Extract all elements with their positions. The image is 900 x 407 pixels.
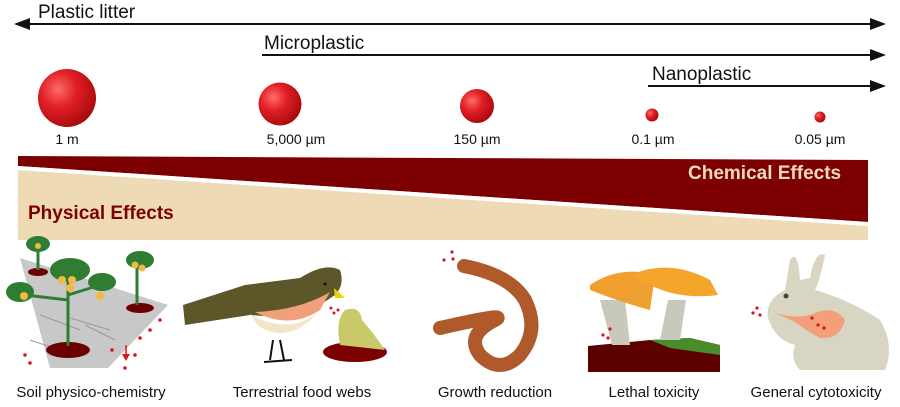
nanoplastic-arrow <box>648 80 886 92</box>
caption-terrestrial-food-webs: Terrestrial food webs <box>232 384 372 401</box>
physical-effects-label: Physical Effects <box>28 203 174 224</box>
particle-0-1um-icon <box>645 108 659 122</box>
particle-5000um-icon <box>258 82 302 126</box>
particle-150um-icon <box>460 89 494 123</box>
particle-1m-icon <box>38 69 96 127</box>
caption-general-cytotoxicity: General cytotoxicity <box>750 384 882 401</box>
caption-soil-physico-chemistry: Soil physico-chemistry <box>16 384 166 401</box>
size-label-1m: 1 m <box>55 131 79 147</box>
size-label-150um: 150 µm <box>453 131 501 147</box>
rabbit-icon <box>751 254 889 370</box>
caption-lethal-toxicity: Lethal toxicity <box>608 384 700 401</box>
microplastic-arrow <box>262 49 886 61</box>
nanoplastic-label: Nanoplastic <box>652 64 752 85</box>
chemical-effects-label: Chemical Effects <box>688 163 842 184</box>
plastic-litter-label: Plastic litter <box>38 2 136 23</box>
effects-band <box>18 156 868 240</box>
microplastic-label: Microplastic <box>264 33 365 54</box>
tomato-plants-icon <box>6 236 168 370</box>
size-label-0-1um: 0.1 µm <box>631 131 675 147</box>
mushrooms-icon <box>588 267 720 372</box>
bird-feeding-chick-icon <box>183 267 387 363</box>
caption-growth-reduction: Growth reduction <box>437 384 553 401</box>
particle-0-05um-icon <box>814 111 826 123</box>
earthworm-icon <box>433 259 539 372</box>
size-label-0-05um: 0.05 µm <box>794 131 846 147</box>
plastic-litter-arrow <box>14 18 886 30</box>
size-label-5000um: 5,000 µm <box>266 131 326 147</box>
